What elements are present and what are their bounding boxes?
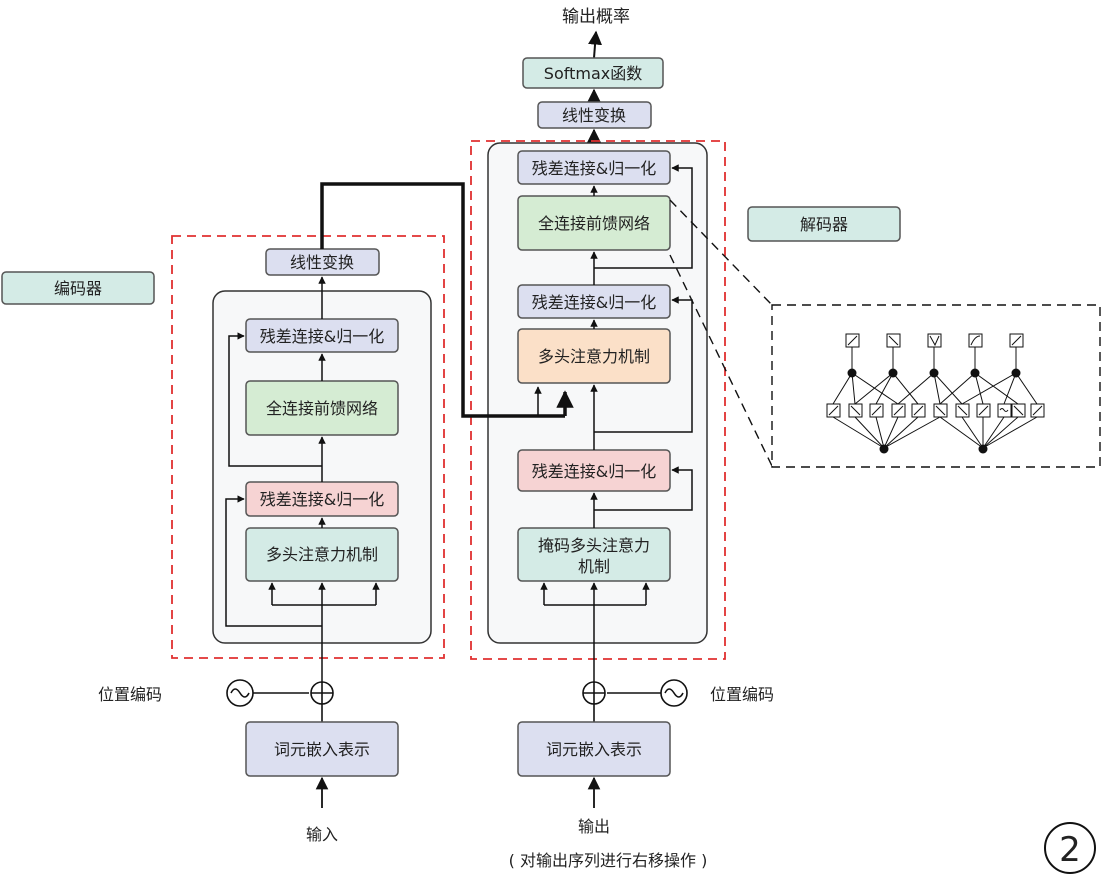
encoder-connectors <box>225 276 380 683</box>
zoom-callout-lines <box>669 199 773 467</box>
decoder-tag: 解码器 <box>747 206 901 242</box>
decoder-addnorm-top: 残差连接&归一化 <box>517 150 671 185</box>
decoder-mha-label: 多头注意力机制 <box>538 347 650 366</box>
decoder-ffn: 全连接前馈网络 <box>517 195 671 251</box>
page-number-badge: 2 <box>1044 822 1096 874</box>
encoder-pos-label: 位置编码 <box>98 685 162 704</box>
encoder-linear-box: 线性变换 <box>265 248 380 276</box>
encoder-addnorm-top: 残差连接&归一化 <box>245 318 399 353</box>
decoder-addnorm-top-label: 残差连接&归一化 <box>532 159 656 178</box>
softmax-label: Softmax函数 <box>544 64 642 83</box>
decoder-connectors <box>534 164 693 683</box>
decoder-positional-encoding <box>582 679 688 722</box>
decoder-mha: 多头注意力机制 <box>517 328 671 384</box>
decoder-ffn-label: 全连接前馈网络 <box>538 214 650 233</box>
softmax-box: Softmax函数 <box>522 57 664 89</box>
encoder-tag-label: 编码器 <box>54 279 102 298</box>
decoder-embedding-box: 词元嵌入表示 <box>517 721 671 777</box>
encoder-dashed-outline <box>171 235 445 659</box>
encoder-tag: 编码器 <box>1 271 155 305</box>
decoder-addnorm-bottom: 残差连接&归一化 <box>517 449 671 492</box>
encoder-linear-label: 线性变换 <box>290 253 354 272</box>
decoder-tag-label: 解码器 <box>800 215 848 234</box>
page-number: 2 <box>1059 830 1081 870</box>
decoder-masked-mha-label-line2: 机制 <box>578 557 610 576</box>
output-shift-note: ( 对输出序列进行右移操作 ) <box>509 851 708 870</box>
decoder-addnorm-bottom-label: 残差连接&归一化 <box>532 462 656 481</box>
encoder-addnorm-bottom-label: 残差连接&归一化 <box>260 490 384 509</box>
network-zoom-panel <box>771 304 1101 468</box>
encoder-mha-label: 多头注意力机制 <box>266 545 378 564</box>
encoder-decoder-link <box>320 182 574 418</box>
input-label: 输入 <box>306 825 338 844</box>
decoder-addnorm-mid-label: 残差连接&归一化 <box>532 293 656 312</box>
encoder-addnorm-top-label: 残差连接&归一化 <box>260 327 384 346</box>
network-detail <box>826 333 1045 449</box>
decoder-embedding-label: 词元嵌入表示 <box>546 740 642 759</box>
decoder-linear-box: 线性变换 <box>537 101 652 129</box>
decoder-masked-mha: 掩码多头注意力 机制 <box>517 527 671 582</box>
encoder-embedding-box: 词元嵌入表示 <box>245 721 399 777</box>
encoder-embedding-label: 词元嵌入表示 <box>274 740 370 759</box>
encoder-ffn: 全连接前馈网络 <box>245 380 399 436</box>
decoder-dashed-outline <box>470 140 726 660</box>
encoder-positional-encoding <box>226 679 334 722</box>
decoder-linear-label: 线性变换 <box>562 106 626 125</box>
decoder-pos-label: 位置编码 <box>710 685 774 704</box>
decoder-masked-mha-label-line1: 掩码多头注意力 <box>538 536 650 555</box>
encoder-mha: 多头注意力机制 <box>245 527 399 582</box>
output-probability-label: 输出概率 <box>562 7 630 27</box>
decoder-addnorm-mid: 残差连接&归一化 <box>517 284 671 319</box>
network-nodes <box>847 368 1021 454</box>
encoder-addnorm-bottom: 残差连接&归一化 <box>245 481 399 517</box>
encoder-ffn-label: 全连接前馈网络 <box>266 399 378 418</box>
output-label: 输出 <box>578 817 610 836</box>
